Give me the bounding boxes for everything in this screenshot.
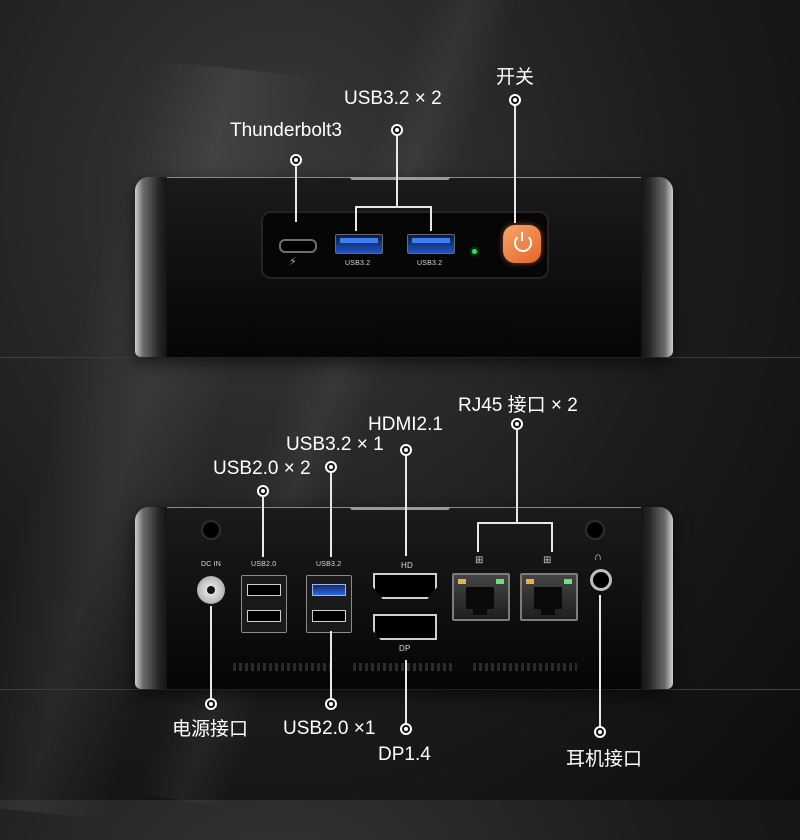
marker-usb20-x2	[257, 485, 269, 497]
rj45-port-2	[520, 573, 578, 621]
callout-usb20-x2: USB2.0 × 2	[213, 458, 311, 479]
callout-power-switch: 开关	[496, 67, 535, 88]
screw-left	[201, 520, 221, 540]
marker-dp	[400, 723, 412, 735]
callout-dp: DP1.4	[378, 744, 431, 765]
hdmi-port	[373, 573, 437, 599]
callout-rj45-x2: RJ45 接口 × 2	[458, 395, 578, 416]
usb32-port-2-label: USB3.2	[417, 260, 443, 267]
usb32-port-2	[407, 234, 455, 254]
marker-rj45	[511, 418, 523, 430]
screw-right	[585, 520, 605, 540]
vent-middle	[353, 663, 453, 671]
status-led	[472, 249, 477, 254]
usb20-stack	[241, 575, 287, 633]
dp-label: DP	[399, 644, 411, 653]
dp-port	[373, 614, 437, 640]
network-icon: ⊞	[475, 555, 484, 566]
marker-headphone	[594, 726, 606, 738]
usb32-label: USB3.2	[316, 561, 342, 568]
mini-pc-front: ⚡ USB3.2 USB3.2	[135, 177, 673, 357]
dc-in-port	[197, 576, 225, 604]
marker-thunderbolt	[290, 154, 302, 166]
headphone-jack	[590, 569, 612, 591]
callout-usb32-x1: USB3.2 × 1	[286, 434, 384, 455]
thunderbolt-icon: ⚡	[289, 256, 297, 268]
marker-hdmi	[400, 444, 412, 456]
callout-thunderbolt: Thunderbolt3	[230, 120, 342, 141]
vent-left	[233, 663, 331, 671]
headphone-icon: ∩	[594, 551, 602, 563]
marker-usb20-x1	[325, 698, 337, 710]
callout-usb32-x2: USB3.2 × 2	[344, 88, 442, 109]
marker-usb32-x1	[325, 461, 337, 473]
dc-in-label: DC IN	[201, 561, 222, 568]
callout-headphone: 耳机接口	[566, 749, 643, 770]
usb-mixed-stack	[306, 575, 352, 633]
power-icon	[514, 232, 532, 252]
vent-right	[473, 663, 577, 671]
front-io-panel: ⚡ USB3.2 USB3.2	[261, 211, 549, 279]
mini-pc-back: DC IN USB2.0 USB3.2 HD DP ⊞ ⊞ ∩	[135, 507, 673, 689]
callout-power-port: 电源接口	[172, 719, 249, 740]
callout-usb20-x1: USB2.0 ×1	[283, 718, 376, 739]
power-button[interactable]	[503, 225, 541, 263]
callout-hdmi: HDMI2.1	[368, 414, 443, 435]
marker-power-port	[205, 698, 217, 710]
hd-label: HD	[401, 561, 413, 570]
rj45-port-1	[452, 573, 510, 621]
usb32-port-1-label: USB3.2	[345, 260, 371, 267]
thunderbolt-port	[279, 239, 317, 253]
usb32-port-1	[335, 234, 383, 254]
network-icon: ⊞	[543, 555, 552, 566]
usb20-label: USB2.0	[251, 561, 277, 568]
marker-power	[509, 94, 521, 106]
marker-usb32-x2	[391, 124, 403, 136]
